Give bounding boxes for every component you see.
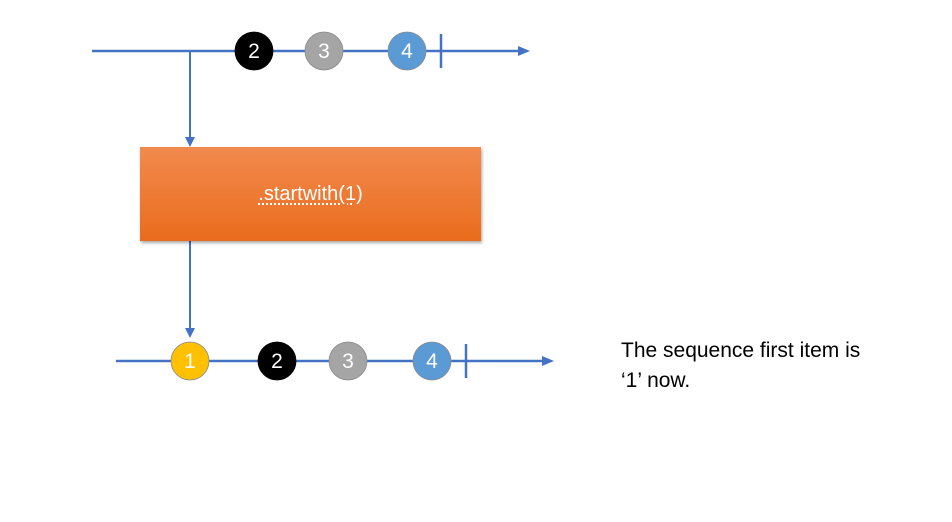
output-marble-circle [170,341,210,381]
input-marble-circle [387,31,427,71]
output-marble-label: 1 [184,350,196,373]
input-marble-2: 2 [234,31,274,71]
output-marble-circle [412,341,452,381]
caption: The sequence first item is ‘1’ now. [621,336,921,396]
output-marble-3: 3 [328,341,368,381]
input-marble-4: 4 [387,31,427,71]
output-marble-circle [257,341,297,381]
input-marble-label: 2 [248,40,260,63]
operator-label: .startwith(1) [258,182,363,205]
operator-to-output-arrowhead [185,328,195,338]
output-marbles: 1 2 3 4 [170,341,452,381]
input-marble-circle [234,31,274,71]
caption-line-1: The sequence first item is [621,339,861,362]
input-to-operator-arrowhead [185,137,195,147]
output-marble-1: 1 [170,341,210,381]
output-marble-4: 4 [412,341,452,381]
input-marble-3: 3 [304,31,344,71]
caption-line-2: ‘1’ now. [621,369,691,392]
input-marble-label: 4 [401,40,413,63]
input-timeline-arrowhead [518,46,530,56]
output-marble-2: 2 [257,341,297,381]
input-marbles: 2 3 4 [234,31,427,71]
input-marble-circle [304,31,344,71]
output-marble-label: 3 [342,350,354,373]
input-marble-label: 3 [318,40,330,63]
startwith-operator-box: .startwith(1) [140,147,481,241]
output-marble-circle [328,341,368,381]
output-timeline-arrowhead [542,356,554,366]
output-marble-label: 2 [271,350,283,373]
output-marble-label: 4 [426,350,438,373]
